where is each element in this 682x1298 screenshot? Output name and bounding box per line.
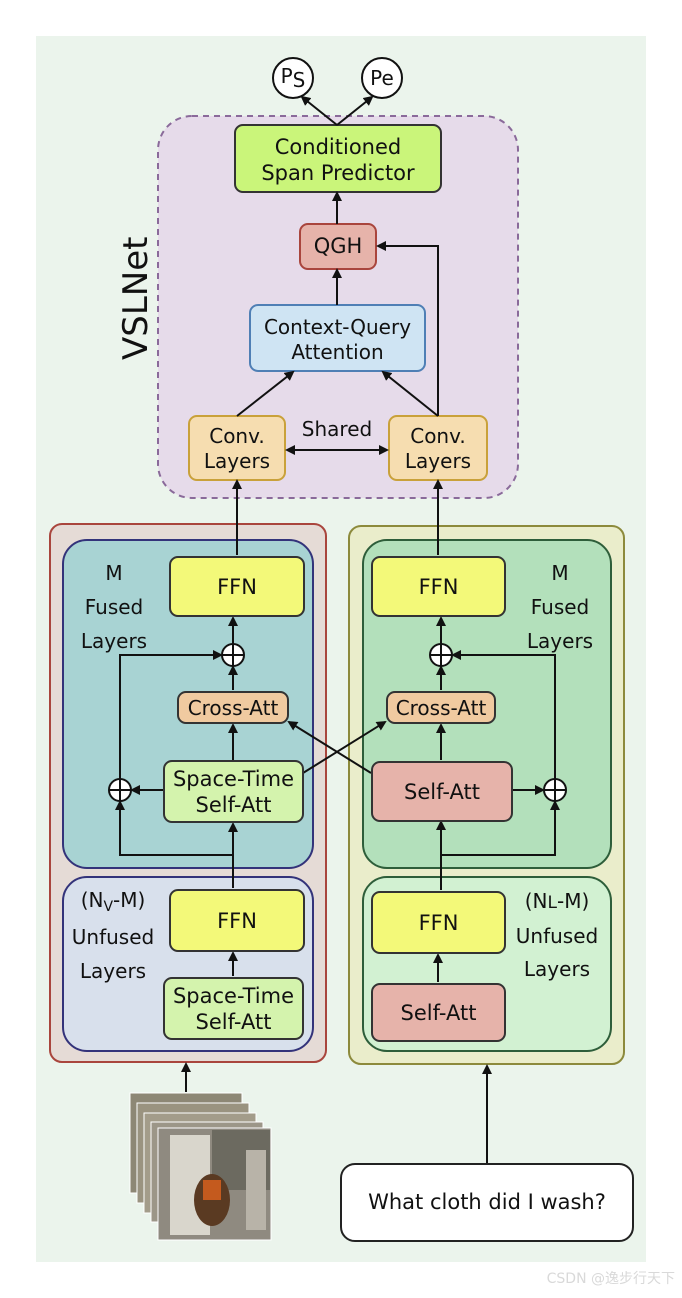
video-cross-att-block: Cross-Att xyxy=(177,691,289,724)
text-unfused-ffn-block: FFN xyxy=(371,891,506,954)
video-fused-label: M Fused Layers xyxy=(80,561,148,653)
video-unfused-ffn-block: FFN xyxy=(169,889,305,952)
text-self-att-block: Self-Att xyxy=(371,761,513,822)
query-box xyxy=(340,1163,634,1242)
text-cross-att-block: Cross-Att xyxy=(386,691,496,724)
watermark: CSDN @逸步行天下 xyxy=(546,1271,675,1287)
output-end-label: Pe xyxy=(370,66,394,90)
add-circle-video-top xyxy=(221,643,245,667)
text-fused-label: M Fused Layers xyxy=(526,561,594,653)
output-start-circle xyxy=(272,57,314,99)
text-unfused-self-att-block: Self-Att xyxy=(371,983,506,1042)
conv-left-label: Conv. Layers xyxy=(203,424,271,473)
context-query-label: Context-Query Attention xyxy=(263,315,412,364)
qgh-label: QGH xyxy=(313,234,363,258)
conv-right-label: Conv. Layers xyxy=(404,424,472,473)
span-predictor-label: Conditioned Span Predictor xyxy=(261,135,415,185)
video-unfused-label: (NV-M) Unfused Layers xyxy=(71,888,155,983)
add-circle-text-top xyxy=(429,643,453,667)
query-text: What cloth did I wash? xyxy=(368,1190,606,1214)
arrows xyxy=(115,95,560,1163)
text-ffn-block: FFN xyxy=(371,556,506,617)
add-circle-text-right xyxy=(543,778,567,802)
vslnet-title: VSLNet xyxy=(116,236,156,360)
video-ffn-block: FFN xyxy=(169,556,305,617)
video-space-time-block: Space-Time Self-Att xyxy=(163,760,304,823)
output-start-label: PS xyxy=(280,64,306,92)
text-unfused-label: (NL-M) Unfused Layers xyxy=(515,889,599,981)
video-unfused-space-time-block: Space-Time Self-Att xyxy=(163,977,304,1040)
shared-label: Shared xyxy=(301,417,373,441)
video-frames xyxy=(129,1092,272,1241)
output-end-circle xyxy=(361,57,403,99)
add-circle-video-left xyxy=(108,778,132,802)
